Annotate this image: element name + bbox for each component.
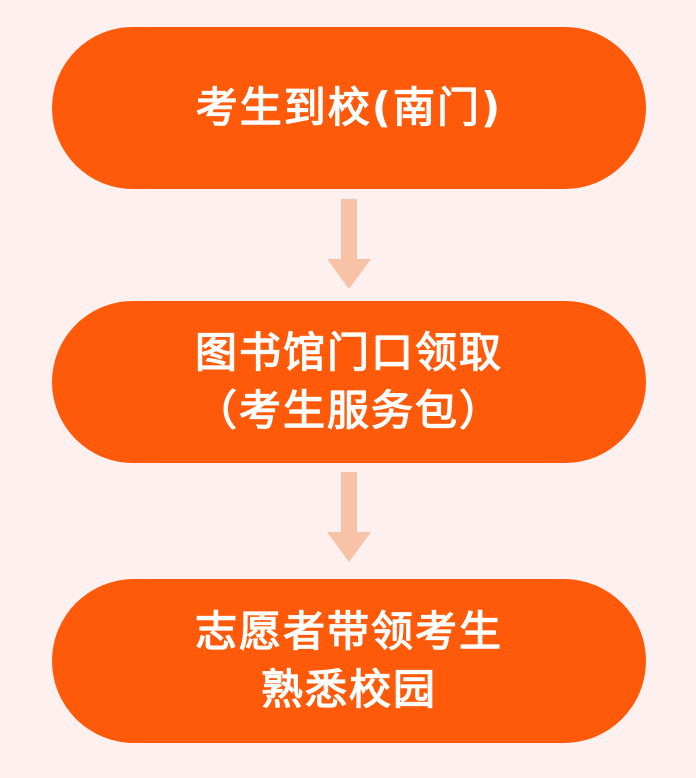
down-arrow-icon	[327, 199, 371, 289]
flow-step-collect-service-pack: 图书馆门口领取 （考生服务包）	[52, 301, 646, 463]
flow-step-2-text-line-1: 图书馆门口领取	[194, 328, 503, 377]
flow-step-arrive-at-school: 考生到校(南门)	[52, 27, 646, 189]
flow-step-2-text-line-2: （考生服务包）	[194, 386, 503, 435]
flow-step-campus-tour: 志愿者带领考生 熟悉校园	[52, 579, 646, 743]
flow-step-3-text-line-2: 熟悉校园	[260, 665, 437, 714]
flow-step-3-text-line-1: 志愿者带领考生	[194, 607, 503, 656]
down-arrow-icon	[327, 472, 371, 562]
flow-step-1-text: 考生到校(南门)	[195, 83, 503, 132]
